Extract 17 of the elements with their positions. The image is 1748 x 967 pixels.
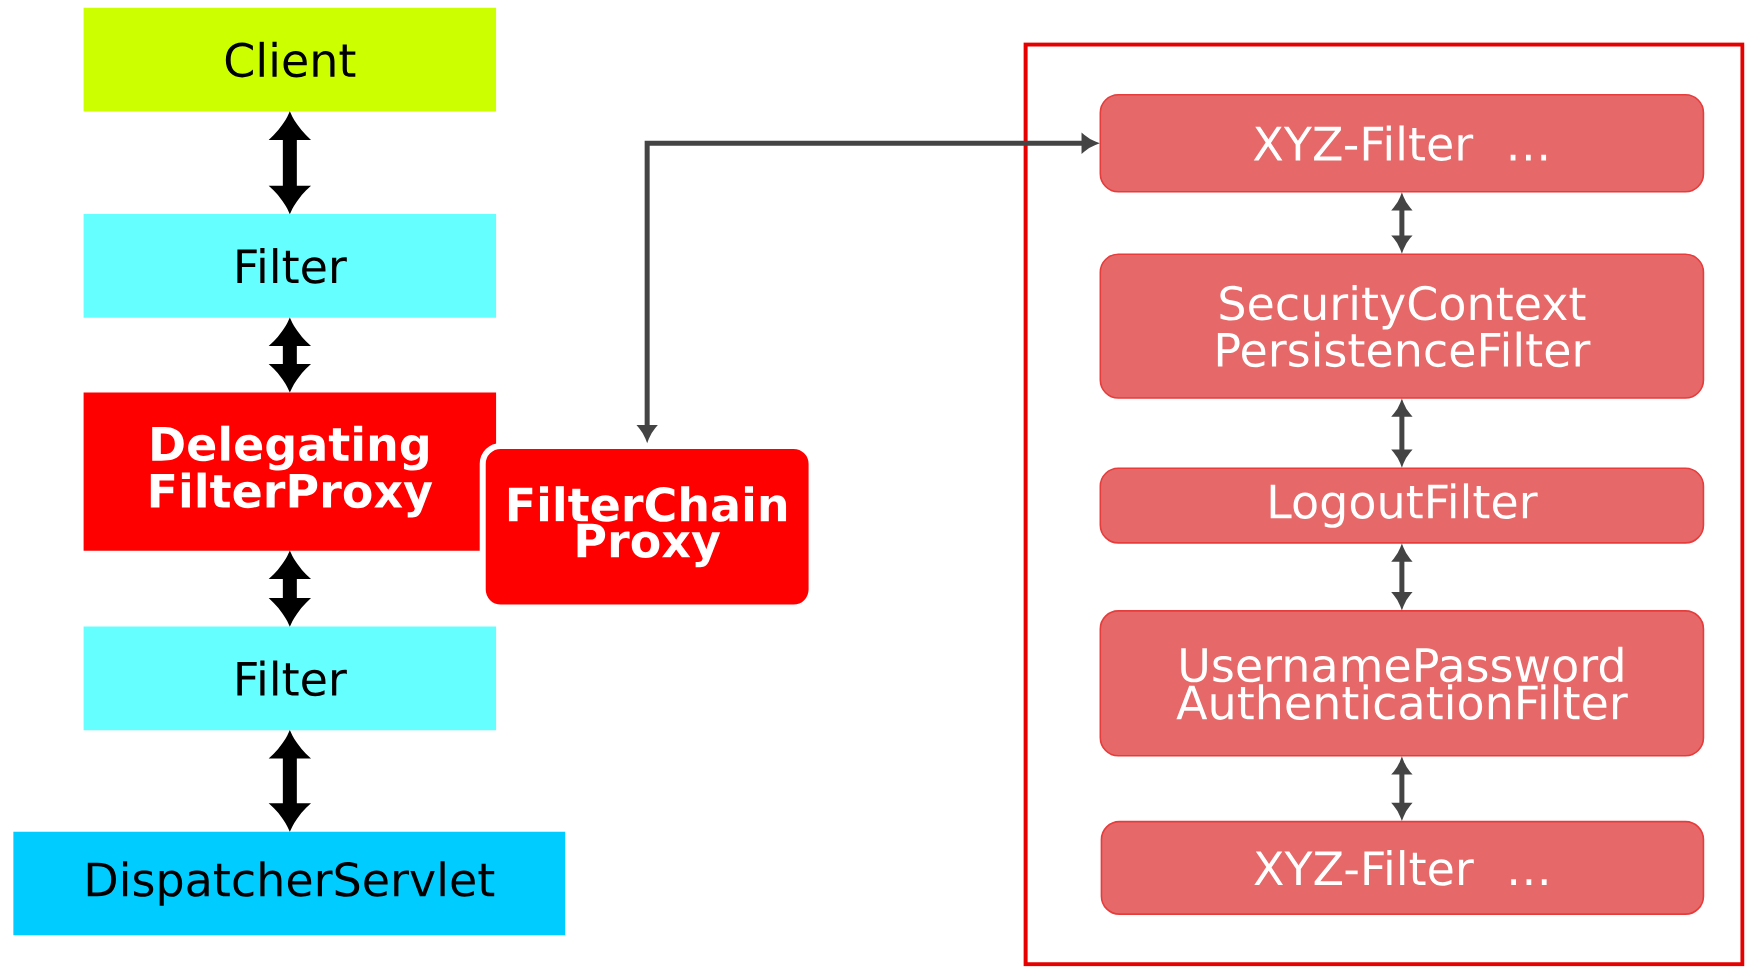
filter-box: LogoutFilter <box>1099 467 1705 544</box>
arrow <box>1393 195 1411 251</box>
group-frame <box>1023 42 1745 967</box>
arrow <box>1393 401 1411 465</box>
filter-box: XYZ-Filter … <box>1100 821 1705 916</box>
filter-box: XYZ-Filter … <box>1099 94 1705 193</box>
process-box: Delegating FilterProxy <box>83 392 497 551</box>
process-box: DispatcherServlet <box>13 831 566 936</box>
process-box: Filter <box>83 214 497 318</box>
filter-box: UsernamePassword AuthenticationFilter <box>1099 610 1705 757</box>
process-box: Filter <box>83 626 497 731</box>
arrow <box>638 134 1097 441</box>
process-box: Client <box>83 8 497 112</box>
node-label: Delegating FilterProxy <box>150 425 433 518</box>
arrow <box>1393 546 1411 608</box>
arrow <box>1393 759 1411 819</box>
filter-box: SecurityContext PersistenceFilter <box>1099 253 1705 399</box>
